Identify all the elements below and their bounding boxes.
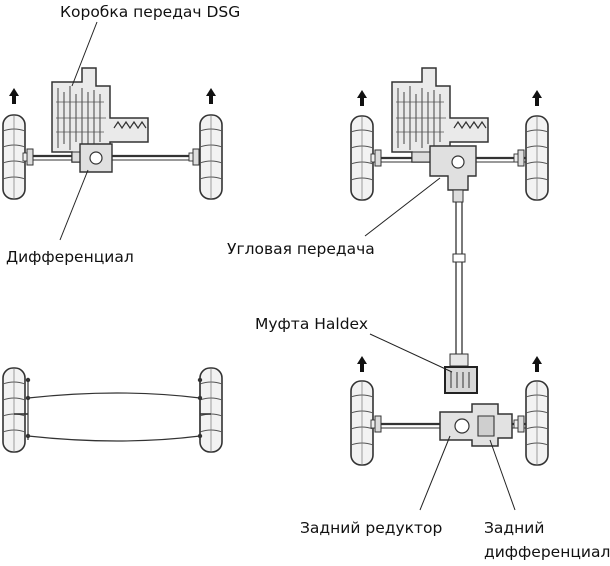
angle-drive-shape <box>429 145 477 191</box>
label-haldex: Муфта Haldex <box>255 315 368 333</box>
awd-layout <box>350 67 549 511</box>
up-arrow-icon <box>532 356 542 372</box>
up-arrow-icon <box>357 90 367 106</box>
rear-differential-shape <box>477 415 495 437</box>
wheel-rear-right <box>525 380 549 466</box>
hub-icon <box>188 148 200 166</box>
leader-rear-differential <box>489 439 516 511</box>
label-angle-drive: Угловая передача <box>227 240 375 258</box>
up-arrow-icon <box>206 88 216 104</box>
leader-haldex <box>369 333 453 373</box>
rear-beam-top <box>27 392 201 399</box>
leader-gearbox <box>71 21 98 87</box>
leader-rear-final-drive <box>419 435 451 511</box>
leader-differential <box>59 169 89 241</box>
wheel-front-left <box>2 114 26 200</box>
wheel-rear-left <box>2 367 26 453</box>
rear-beam-bottom <box>27 435 201 442</box>
label-differential: Дифференциал <box>6 248 134 266</box>
label-rear-differential-line2: дифференциал <box>484 543 610 561</box>
up-arrow-icon <box>9 88 19 104</box>
label-gearbox: Коробка передач DSG <box>60 3 240 21</box>
rear-axle-layout <box>2 367 223 453</box>
rear-final-drive-shape <box>439 403 513 447</box>
wheel-front-right <box>199 114 223 200</box>
up-arrow-icon <box>357 356 367 372</box>
up-arrow-icon <box>532 90 542 106</box>
label-rear-differential-line1: Задний <box>484 519 544 537</box>
hub-icon <box>513 415 525 433</box>
wheel-rear-left <box>350 380 374 466</box>
wheel-front-right <box>525 115 549 201</box>
wheel-rear-right <box>199 367 223 453</box>
leader-angle-drive <box>364 177 441 237</box>
hub-icon <box>513 149 525 167</box>
label-rear-final-drive: Задний редуктор <box>300 519 442 537</box>
fwd-layout <box>2 21 223 241</box>
wheel-front-left <box>350 115 374 201</box>
